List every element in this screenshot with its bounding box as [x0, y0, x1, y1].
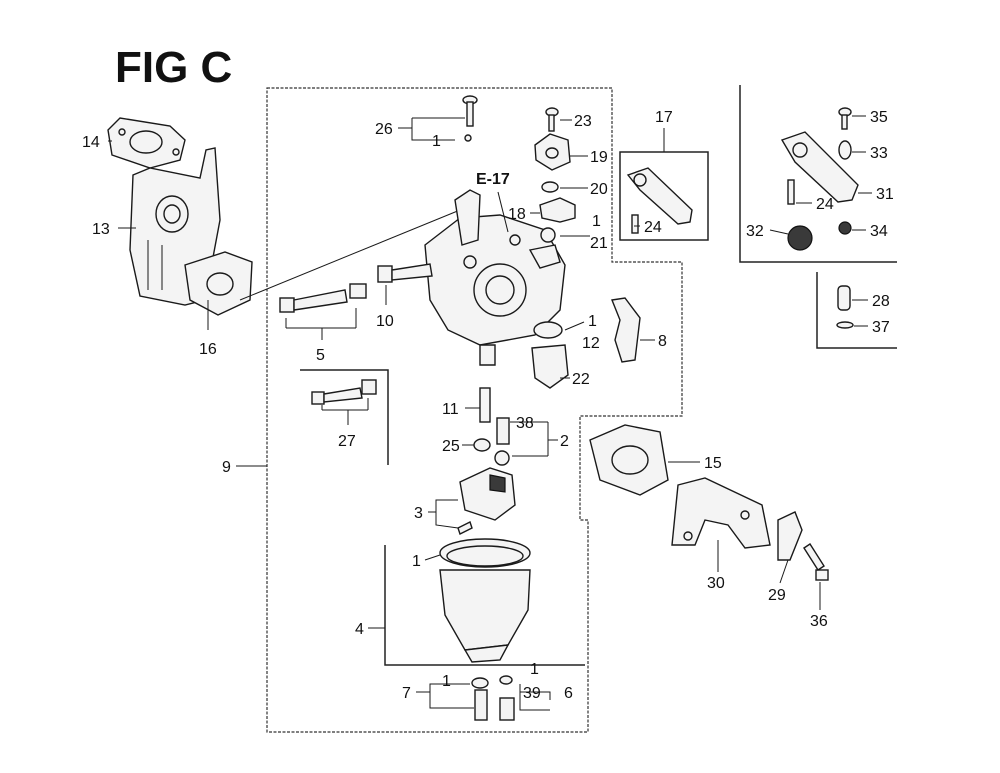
pin-28 [837, 285, 851, 311]
callout-18: 18 [508, 206, 526, 223]
callout-3: 3 [414, 505, 423, 522]
callout-36: 36 [810, 613, 828, 630]
o-ring-20 [541, 181, 559, 193]
callout-8: 8 [658, 333, 667, 350]
callout-14: 14 [82, 134, 100, 151]
screw-35 [838, 107, 852, 130]
float-pin [457, 521, 473, 535]
callout-6: 6 [564, 685, 573, 702]
callout-1e: 1 [442, 673, 451, 690]
nut-2 [494, 450, 510, 466]
callout-2: 2 [560, 433, 569, 450]
screw-27 [311, 379, 377, 405]
pilot-screw-5 [279, 283, 367, 313]
gasket-14 [107, 117, 186, 169]
carburetor-body [424, 189, 566, 366]
callout-35: 35 [870, 109, 888, 126]
callout-1f: 1 [530, 661, 539, 678]
drain-bolt-6 [499, 675, 515, 721]
assembly-frames [266, 85, 897, 733]
callout-25: 25 [442, 438, 460, 455]
screw-10 [377, 263, 433, 283]
plate-19 [534, 133, 571, 171]
washer-25 [473, 438, 491, 452]
clip-8 [611, 297, 641, 363]
callout-10: 10 [376, 313, 394, 330]
callout-1d: 1 [412, 553, 421, 570]
leader-lines [108, 115, 872, 711]
cap-22 [531, 344, 569, 389]
bracket-27 [300, 369, 389, 465]
bracket-30 [671, 477, 771, 549]
drain-screw-7 [471, 677, 489, 721]
callout-4: 4 [355, 621, 364, 638]
callout-24a: 24 [644, 219, 662, 236]
clip-37 [836, 321, 854, 329]
callout-37: 37 [872, 319, 890, 336]
callout-1a: 1 [432, 133, 441, 150]
float-3 [459, 467, 516, 521]
lever-29 [777, 511, 803, 561]
gasket-15 [589, 424, 669, 496]
gear-32 [787, 225, 813, 251]
callout-23: 23 [574, 113, 592, 130]
callout-29: 29 [768, 587, 786, 604]
callout-20: 20 [590, 181, 608, 198]
callout-33: 33 [870, 145, 888, 162]
o-ring-12 [533, 321, 563, 339]
jet-38 [496, 417, 510, 445]
callout-9: 9 [222, 459, 231, 476]
callout-1b: 1 [592, 213, 601, 230]
callout-7: 7 [402, 685, 411, 702]
float-bowl-4 [439, 538, 531, 663]
callout-24b: 24 [816, 196, 834, 213]
spring-33 [838, 140, 852, 160]
callout-1c: 1 [588, 313, 597, 330]
carburetor-assembly-frame [266, 87, 683, 733]
callout-13: 13 [92, 221, 110, 238]
callout-30: 30 [707, 575, 725, 592]
bolt-36 [803, 543, 829, 581]
callout-11: 11 [442, 401, 459, 418]
callout-32: 32 [746, 223, 764, 240]
callout-12: 12 [582, 335, 600, 352]
callout-19: 19 [590, 149, 608, 166]
callout-27: 27 [338, 433, 356, 450]
callout-38: 38 [516, 415, 534, 432]
callout-39: 39 [523, 685, 541, 702]
nut-34 [838, 221, 852, 235]
reference-label: E-17 [476, 171, 510, 188]
right-upper-frame [739, 85, 897, 263]
callout-17: 17 [655, 109, 673, 126]
washer-21 [540, 227, 556, 243]
jet-11 [479, 387, 491, 423]
screw-26 [462, 95, 478, 142]
lever-17 [626, 167, 693, 234]
figure-title: FIG C [115, 43, 232, 92]
callout-34: 34 [870, 223, 888, 240]
callout-31: 31 [876, 186, 894, 203]
callout-26: 26 [375, 121, 393, 138]
callout-15: 15 [704, 455, 722, 472]
valve-18 [539, 197, 576, 223]
callout-28: 28 [872, 293, 890, 310]
screw-23 [545, 107, 559, 132]
callout-22: 22 [572, 371, 590, 388]
lever-31 [780, 131, 859, 205]
callout-16: 16 [199, 341, 217, 358]
callout-5: 5 [316, 347, 325, 364]
parts [107, 95, 859, 721]
gasket-16 [184, 251, 253, 316]
callout-labels: 14 13 16 5 10 27 26 1 23 19 E-17 20 18 1… [82, 109, 894, 702]
bracket-4 [384, 545, 585, 666]
right-lower-frame [816, 272, 897, 349]
alignment-line [239, 209, 461, 301]
callout-21: 21 [590, 235, 608, 252]
